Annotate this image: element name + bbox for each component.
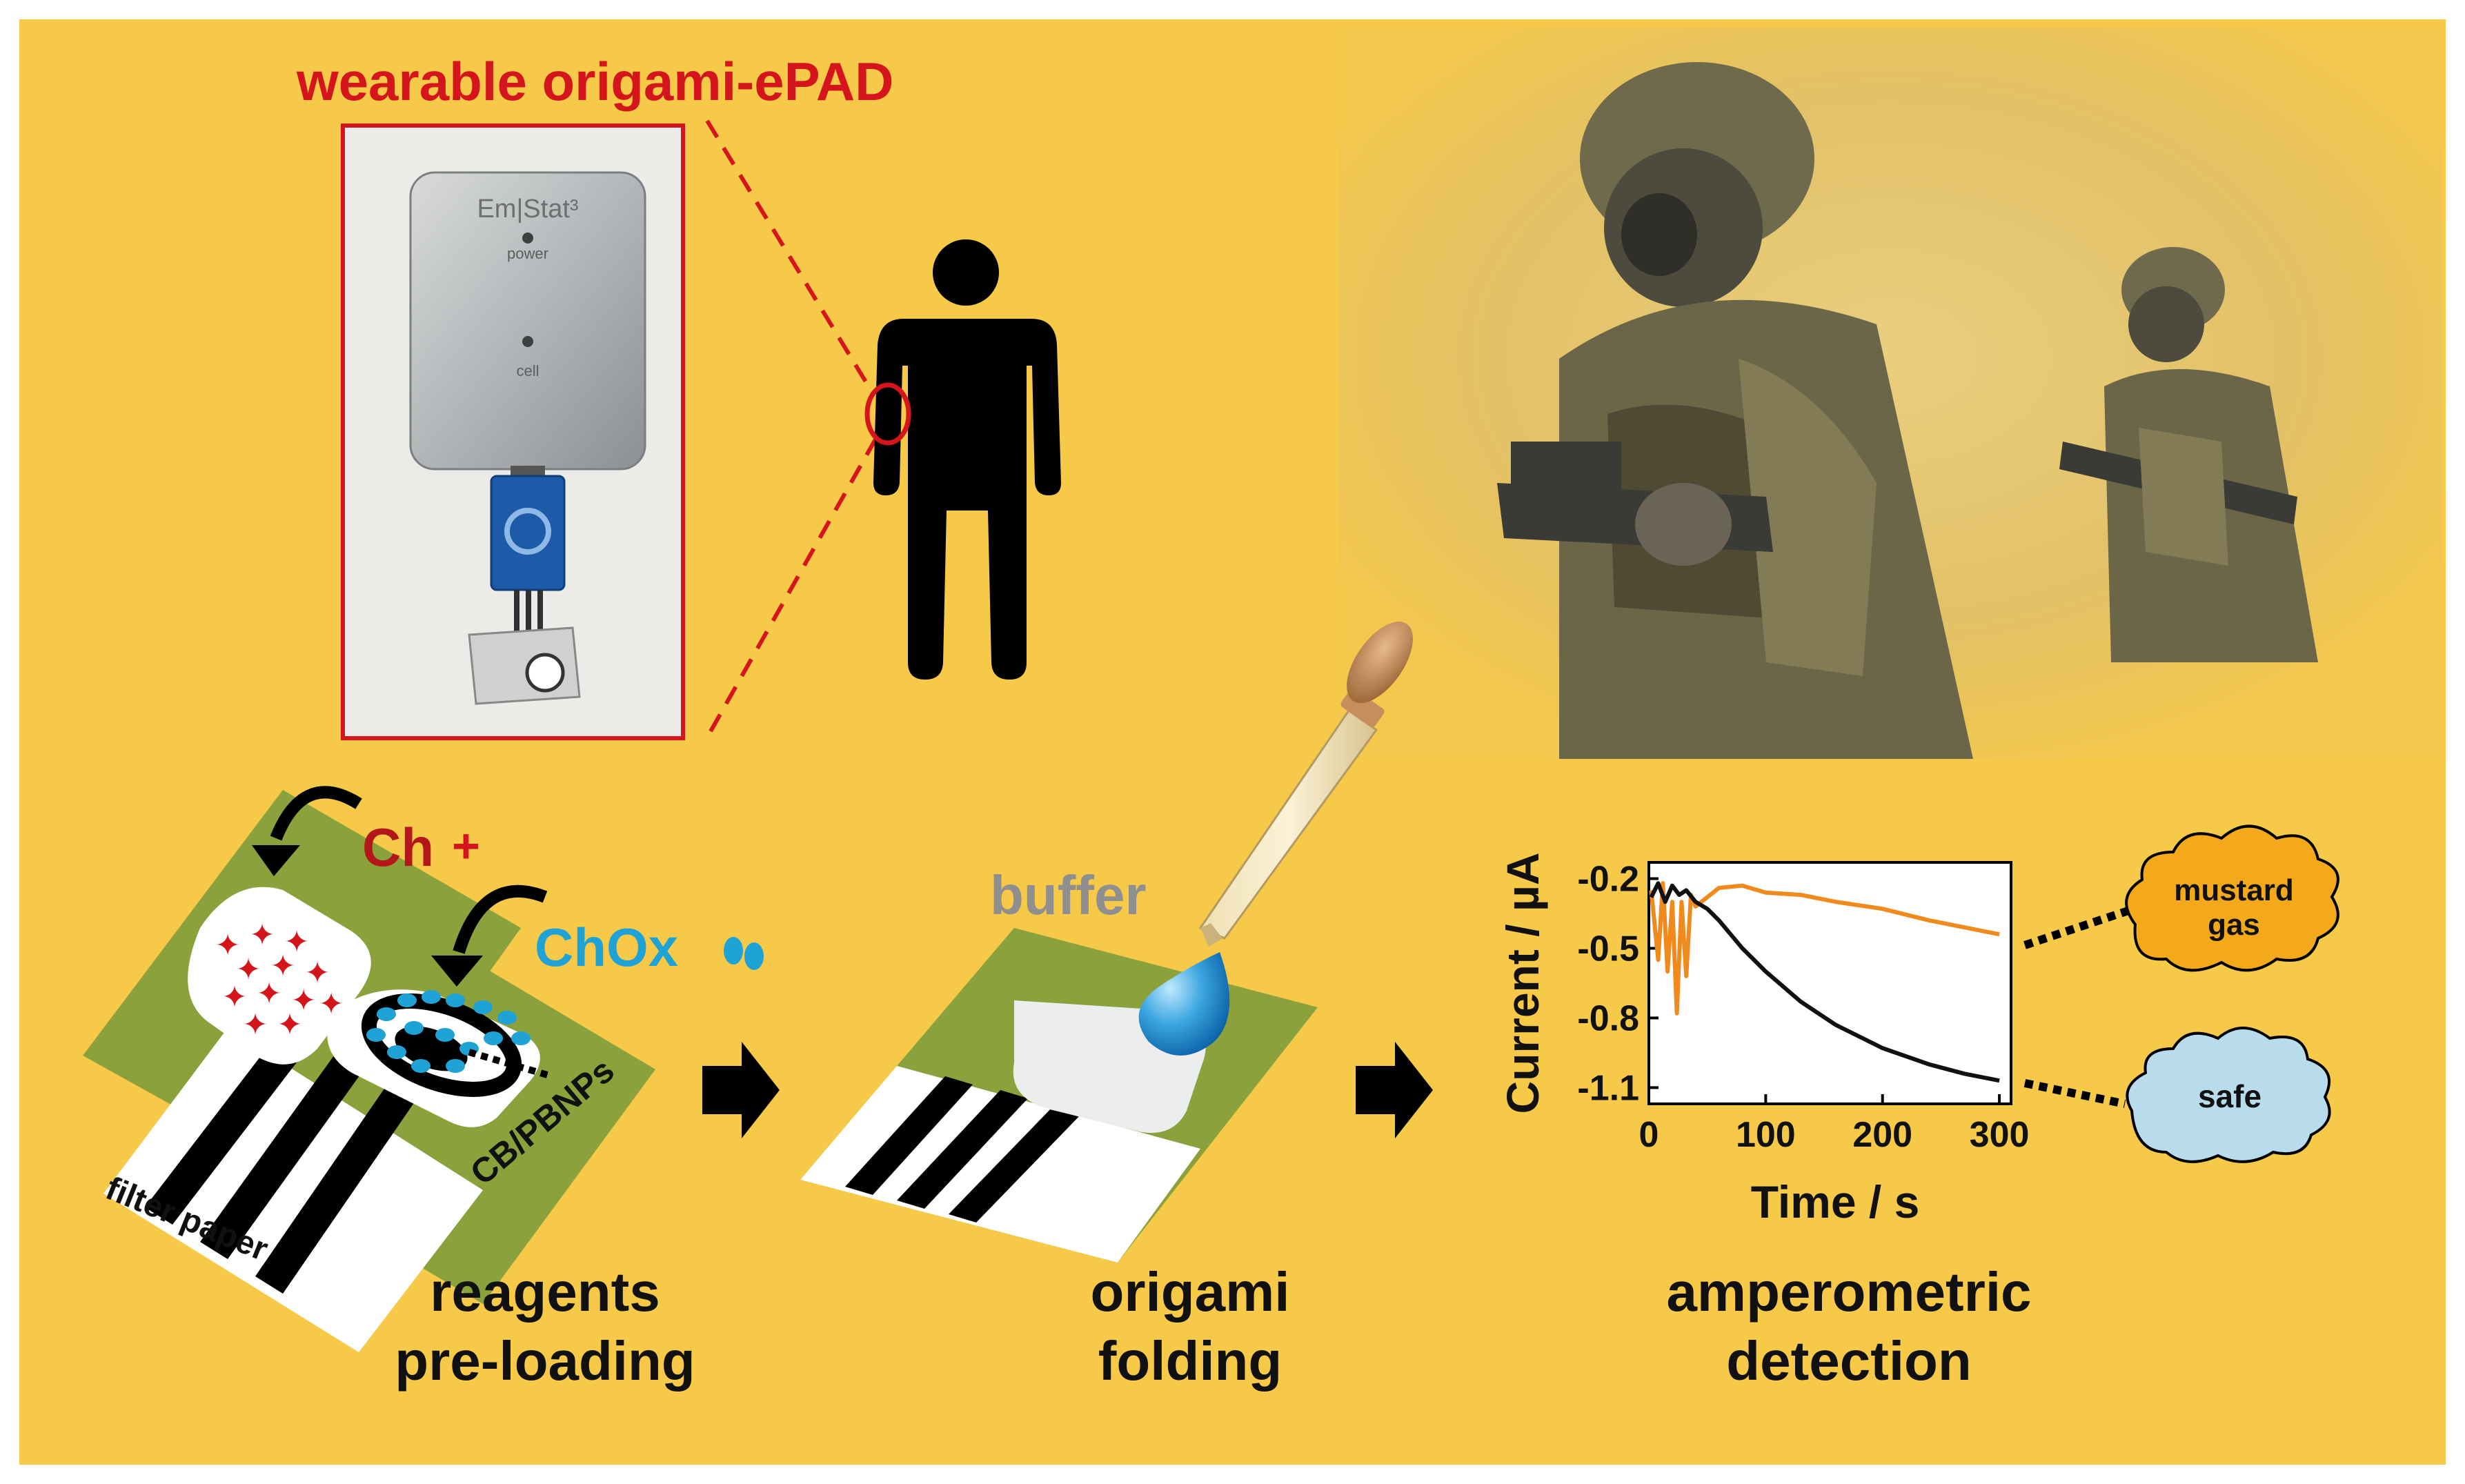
wearable-location-marker	[864, 382, 911, 446]
step3-caption-line1: amperometric	[1666, 1261, 2031, 1323]
y-tick-label: -0.8	[1577, 998, 1639, 1038]
svg-text:✦: ✦	[319, 987, 344, 1021]
connector-logo	[504, 508, 551, 555]
power-led	[522, 233, 533, 244]
pipette-icon	[1198, 621, 1413, 947]
chox-enzyme-icon	[724, 937, 764, 970]
device-photo: Em|Stat³ power cell	[341, 123, 685, 740]
figure-title: wearable origami-ePAD	[296, 51, 894, 112]
svg-text:✦: ✦	[222, 980, 248, 1014]
series-line-black	[1649, 881, 2000, 1083]
step1-caption-line2: pre-loading	[395, 1330, 695, 1392]
chart-xlabel: Time / s	[1751, 1176, 1920, 1227]
step2-caption-line1: origami	[1091, 1261, 1290, 1323]
step3-caption-line2: detection	[1726, 1330, 1972, 1392]
svg-text:✦: ✦	[305, 956, 330, 990]
svg-text:✦: ✦	[277, 1008, 303, 1042]
chox-label: ChOx	[535, 917, 678, 978]
step-arrow-2	[1356, 1042, 1433, 1138]
ch-label: Ch	[362, 817, 434, 878]
cell-led	[522, 336, 533, 347]
y-tick-label: -0.5	[1577, 929, 1639, 969]
svg-text:✦: ✦	[284, 925, 310, 959]
step2-caption-line2: folding	[1098, 1330, 1283, 1392]
ch-arrow	[270, 786, 362, 841]
svg-text:✦: ✦	[236, 953, 261, 987]
x-tick-label: 200	[1852, 1115, 1912, 1155]
svg-text:✦: ✦	[243, 1008, 268, 1042]
safe-label: safe	[2198, 1078, 2261, 1114]
chart-ylabel: Current / µA	[1497, 852, 1548, 1114]
mustard-connector	[2023, 907, 2130, 949]
mustard-label: mustard	[2174, 873, 2294, 907]
x-tick-label: 0	[1639, 1115, 1659, 1155]
buffer-drop	[1138, 952, 1230, 1056]
step1-caption-line1: reagents	[430, 1261, 660, 1323]
svg-text:✦: ✦	[270, 949, 296, 983]
ch-plus-sign: +	[452, 819, 480, 873]
origami-paper-unfolded: ✦✦✦ ✦✦✦ ✦✦✦ ✦✦✦	[83, 790, 655, 1352]
svg-text:✦: ✦	[291, 984, 317, 1018]
chox-arrow-head	[431, 956, 483, 987]
buffer-label: buffer	[990, 864, 1147, 926]
svg-text:✦: ✦	[215, 929, 241, 962]
device-brand-text: Em|Stat³	[477, 195, 578, 224]
svg-text:✦: ✦	[250, 918, 275, 952]
chox-arrow	[453, 884, 548, 954]
soldier-photo	[1338, 28, 2442, 760]
electrode-stripe-area	[103, 1028, 483, 1352]
zoom-line-top	[705, 119, 875, 395]
ch-pad	[188, 887, 371, 1065]
power-label: power	[507, 245, 548, 262]
series-line-orange	[1649, 881, 2000, 1016]
soldier-figure-2	[2059, 247, 2318, 662]
x-tick-label: 100	[1736, 1115, 1796, 1155]
safe-connector	[2023, 1079, 2126, 1108]
soldier-figure-1	[1497, 62, 1973, 760]
amperometric-chart: 0 100 200 300 -0.2 -0.5 -0.8 -1.1 Time / s Curr…	[1497, 852, 2029, 1227]
svg-text:✦: ✦	[257, 977, 282, 1011]
step-arrow-1	[702, 1042, 780, 1138]
y-tick-label: -0.2	[1577, 860, 1639, 900]
mustard-gas-cloud: mustard gas	[2125, 824, 2339, 972]
ch-stars: ✦✦✦ ✦✦✦ ✦✦✦ ✦✦✦	[215, 918, 344, 1042]
x-tick-label: 300	[1970, 1115, 2030, 1155]
safe-cloud: safe	[2126, 1027, 2331, 1163]
cbpbnps-pointer	[468, 1049, 553, 1080]
chox-dots	[366, 990, 531, 1073]
blue-connector	[490, 475, 566, 591]
cell-label: cell	[516, 362, 539, 379]
ch-arrow-head	[252, 845, 300, 876]
gas-label: gas	[2208, 908, 2260, 942]
person-icon	[873, 239, 1061, 680]
y-tick-label: -1.1	[1577, 1068, 1639, 1108]
zoom-line-bottom	[709, 437, 878, 733]
